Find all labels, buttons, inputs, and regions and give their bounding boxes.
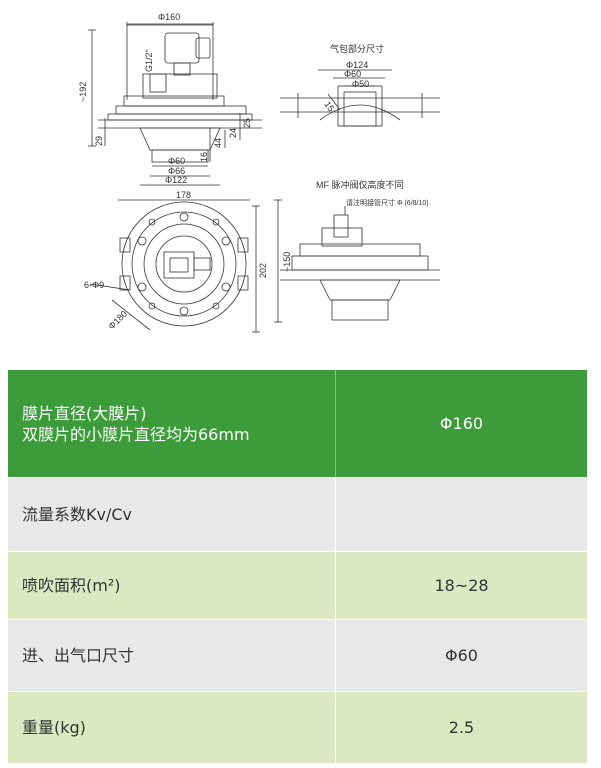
table-row: 进、出气口尺寸 Φ60 (8, 619, 587, 691)
label-h16: 16 (199, 152, 209, 162)
row-label: 流量系数Kv/Cv (8, 478, 335, 551)
label-h24: 24 (228, 128, 238, 138)
row-label: 重量(kg) (8, 692, 335, 763)
row-label: 进、出气口尺寸 (8, 620, 335, 691)
row-label-line: 流量系数Kv/Cv (22, 505, 132, 524)
row-label-line: 进、出气口尺寸 (22, 646, 135, 665)
label-d66: Φ66 (168, 166, 185, 176)
spec-table: 膜片直径(大膜片) 双膜片的小膜片直径均为66mm Φ160 流量系数Kv/Cv… (8, 370, 587, 763)
row-value (335, 478, 587, 551)
row-label-line: 重量(kg) (22, 718, 86, 737)
row-label-line: 双膜片的小膜片直径均为66mm (22, 424, 250, 444)
label-g12: G1/2" (144, 49, 154, 72)
label-d122: Φ122 (165, 175, 187, 185)
label-holes: 6-Φ9 (84, 280, 104, 290)
table-row: 流量系数Kv/Cv (8, 477, 587, 551)
table-row: 重量(kg) 2.5 (8, 691, 587, 763)
valve-drawing-svg: Φ160 G1/2" ~192 29 44 16 24 25 Φ60 Φ66 Φ… (78, 12, 440, 333)
label-d60: Φ60 (168, 156, 185, 166)
row-label-line: 膜片直径(大膜片) (22, 403, 147, 423)
label-w178: 178 (176, 190, 191, 200)
row-value: Φ60 (335, 620, 587, 691)
row-label: 膜片直径(大膜片) 双膜片的小膜片直径均为66mm (8, 370, 335, 477)
label-mf-caption: MF 脉冲阀仅高度不同 (316, 179, 404, 190)
label-a15: 15 (322, 99, 336, 113)
row-value: Φ160 (335, 370, 587, 477)
label-h192: ~192 (78, 82, 88, 102)
label-h150: ~150 (282, 252, 292, 272)
label-h44: 44 (213, 138, 223, 148)
row-label: 喷吹面积(m²) (8, 552, 335, 619)
row-label-line: 喷吹面积(m²) (22, 576, 121, 595)
table-row: 膜片直径(大膜片) 双膜片的小膜片直径均为66mm Φ160 (8, 370, 587, 477)
row-value: 18~28 (335, 552, 587, 619)
table-row: 喷吹面积(m²) 18~28 (8, 551, 587, 619)
label-mf-subcaption: 请注明接管尺寸 Φ (6/8/10) (346, 198, 429, 207)
row-value: 2.5 (335, 692, 587, 763)
label-h202: 202 (258, 263, 268, 278)
label-d50: Φ50 (352, 79, 369, 89)
label-r180: Φ180 (106, 309, 129, 332)
label-h25: 25 (242, 118, 252, 128)
label-gas-caption: 气包部分尺寸 (330, 43, 384, 54)
label-d60b: Φ60 (344, 69, 361, 79)
label-d124: Φ124 (346, 60, 368, 70)
label-h29: 29 (94, 136, 104, 146)
label-d160: Φ160 (158, 12, 180, 22)
technical-drawing: Φ160 G1/2" ~192 29 44 16 24 25 Φ60 Φ66 Φ… (0, 0, 601, 360)
